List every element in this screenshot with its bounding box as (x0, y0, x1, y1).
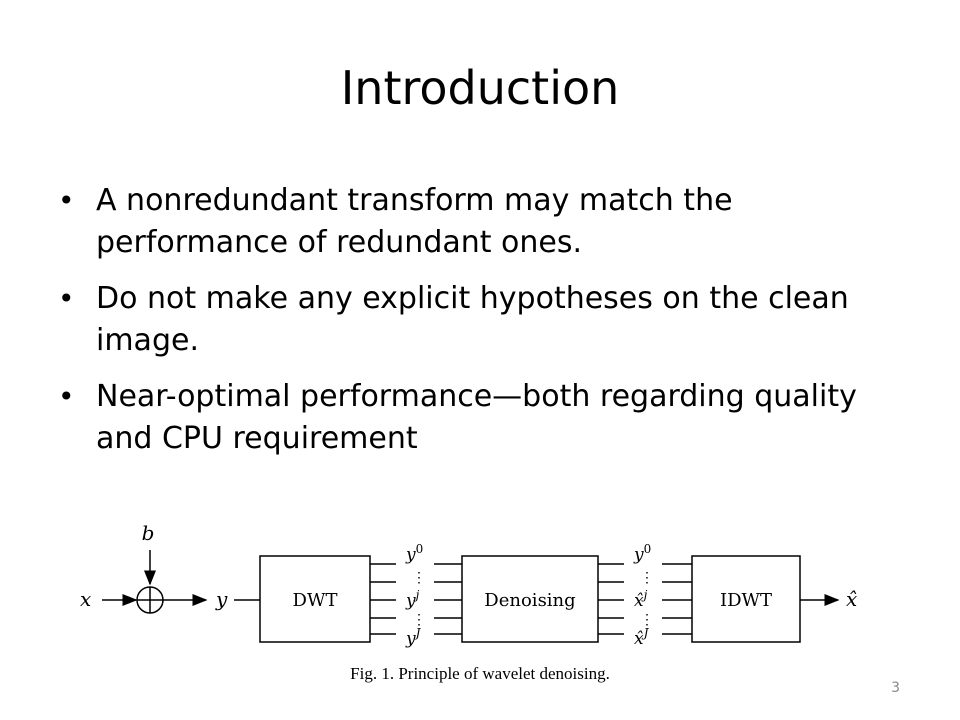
dwt-channels (370, 563, 462, 635)
coeff-dots-upper: ⋮ (412, 570, 426, 586)
coeff-xj-hat: x̂j (634, 588, 648, 611)
coeff-yj: yj (405, 588, 420, 611)
denoising-block (461, 555, 599, 643)
bullet-dot-icon: • (58, 282, 75, 315)
bullet-item: • Near-optimal performance—both regardin… (58, 376, 918, 460)
bullet-text: Do not make any explicit hypotheses on t… (96, 281, 849, 358)
coeff-xJ-hat: x̂J (634, 626, 650, 649)
coeff-dots-lower-out: ⋮ (640, 612, 654, 628)
coeff-y0-out: y0 (633, 542, 651, 565)
bullet-list: • A nonredundant transform may match the… (58, 180, 918, 474)
bullet-item: • A nonredundant transform may match the… (58, 180, 918, 264)
wavelet-denoising-diagram: b x y DWT y0 ⋮ yj ⋮ yJ Denoising (80, 521, 857, 649)
coeff-dots-upper-out: ⋮ (640, 570, 654, 586)
bullet-text: Near-optimal performance—both regarding … (96, 379, 857, 456)
denoising-channels (598, 563, 692, 635)
figure-caption: Fig. 1. Principle of wavelet denoising. (350, 664, 610, 683)
noise-label-b: b (142, 521, 155, 545)
input-label-x: x (80, 587, 91, 611)
page-number: 3 (891, 680, 900, 696)
signal-label-y: y (215, 587, 228, 611)
bullet-item: • Do not make any explicit hypotheses on… (58, 278, 918, 362)
bullet-text: A nonredundant transform may match the p… (96, 183, 733, 260)
coeff-y0: y0 (405, 542, 423, 565)
output-label-x-hat: x̂ (846, 587, 857, 611)
bullet-dot-icon: • (58, 380, 75, 413)
bullet-dot-icon: • (58, 184, 75, 217)
dwt-block (259, 555, 371, 643)
idwt-block (691, 555, 801, 643)
coeff-dots-lower: ⋮ (412, 612, 426, 628)
idwt-label: IDWT (720, 590, 772, 611)
slide-title: Introduction (340, 61, 620, 115)
coeff-yJ: yJ (405, 626, 422, 649)
dwt-label: DWT (293, 590, 338, 611)
denoising-label: Denoising (484, 590, 575, 611)
